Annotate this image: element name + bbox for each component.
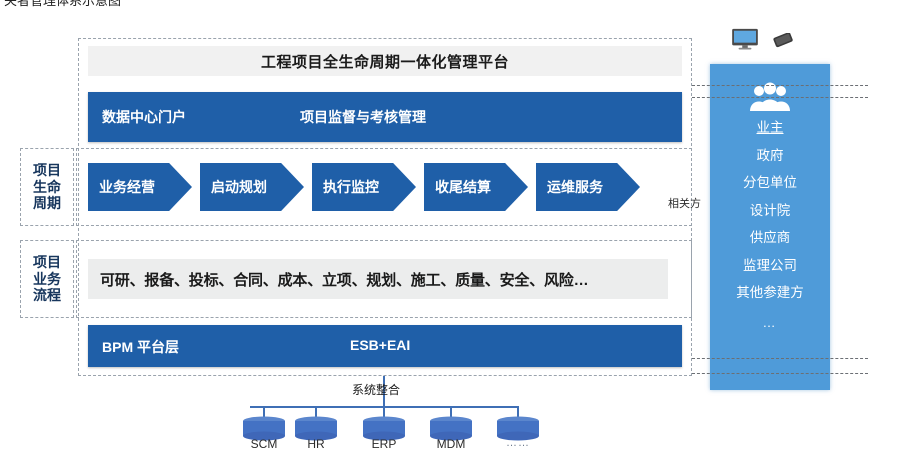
lifecycle-label-line-2: 生命 — [33, 178, 61, 195]
database-label-mdm: MDM — [436, 437, 466, 451]
database-label-erp: ERP — [371, 437, 397, 451]
database-label-scm: SCM — [250, 437, 278, 451]
connector-line-top-2 — [692, 97, 868, 98]
lifecycle-stage-5-label: 运维服务 — [547, 179, 603, 195]
stakeholder-tag: 相关方 — [668, 198, 701, 210]
database-label-hr: HR — [307, 437, 325, 451]
process-label-line-2: 业务 — [33, 270, 61, 287]
lifecycle-stage-4-label: 收尾结算 — [435, 179, 491, 195]
list-item[interactable]: 设计院 — [749, 202, 791, 218]
lifecycle-label-box: 项目 生命 周期 — [20, 148, 74, 226]
lifecycle-label-line-3: 周期 — [33, 195, 61, 212]
process-side-label: 项目 业务 流程 — [21, 241, 73, 317]
portal-bar: 数据中心门户 项目监督与考核管理 — [88, 92, 682, 142]
business-process-strip: 可研、报备、投标、合同、成本、立项、规划、施工、质量、安全、风险… — [88, 259, 668, 299]
list-item-more: … — [762, 314, 778, 330]
lifecycle-stage-2[interactable]: 启动规划 — [200, 163, 304, 211]
database-icon-scm[interactable] — [241, 416, 287, 442]
stakeholder-panel: 业主 政府 分包单位 设计院 供应商 监理公司 其他参建方 … — [710, 64, 830, 390]
list-item[interactable]: 其他参建方 — [736, 285, 804, 300]
list-item[interactable]: 业主 — [756, 120, 784, 135]
integration-leg-2 — [315, 406, 317, 418]
bpm-middle-label: ESB+EAI — [350, 337, 411, 353]
connector-line-top-1 — [692, 85, 868, 86]
monitor-icon — [732, 28, 758, 50]
process-row-box — [76, 240, 692, 318]
device-icons — [730, 28, 810, 58]
list-item[interactable]: 供应商 — [749, 230, 791, 245]
lifecycle-stage-5[interactable]: 运维服务 — [536, 163, 640, 211]
smartphone-icon — [773, 33, 793, 48]
integration-leg-1 — [263, 406, 265, 418]
integration-leg-4 — [450, 406, 452, 418]
bpm-platform-bar: BPM 平台层 ESB+EAI — [88, 325, 682, 367]
integration-trunk — [383, 376, 385, 408]
lifecycle-label-line-1: 项目 — [33, 162, 61, 179]
process-label-line-1: 项目 — [33, 254, 61, 271]
process-label-line-3: 流程 — [33, 287, 61, 304]
process-label-box: 项目 业务 流程 — [20, 240, 74, 318]
business-process-text: 可研、报备、投标、合同、成本、立项、规划、施工、质量、安全、风险… — [100, 271, 589, 289]
figure-caption: 关者管理体系示意图 — [4, 0, 122, 8]
lifecycle-stage-3-label: 执行监控 — [323, 179, 379, 195]
platform-title-band: 工程项目全生命周期一体化管理平台 — [88, 46, 682, 76]
portal-bar-middle-label: 项目监督与考核管理 — [300, 109, 426, 125]
lifecycle-stage-4[interactable]: 收尾结算 — [424, 163, 528, 211]
integration-label: 系统整合 — [352, 383, 401, 397]
platform-title: 工程项目全生命周期一体化管理平台 — [260, 53, 509, 71]
lifecycle-side-label: 项目 生命 周期 — [21, 149, 73, 225]
connector-line-bottom-1 — [692, 358, 868, 359]
lifecycle-stage-chevrons: 业务经营 启动规划 执行监控 收尾结算 运维服务 — [88, 163, 668, 211]
list-item[interactable]: 政府 — [756, 147, 784, 163]
list-item[interactable]: 分包单位 — [743, 175, 797, 190]
lifecycle-stage-1-label: 业务经营 — [99, 179, 155, 195]
connector-line-bottom-2 — [692, 373, 868, 374]
integration-leg-3 — [383, 406, 385, 418]
lifecycle-stage-3[interactable]: 执行监控 — [312, 163, 416, 211]
integration-leg-5 — [517, 406, 519, 418]
database-icon-more[interactable] — [495, 416, 541, 442]
lifecycle-stage-2-label: 启动规划 — [211, 179, 267, 195]
database-icon-hr[interactable] — [293, 416, 339, 442]
database-label-more: …… — [506, 437, 530, 449]
database-icon-erp[interactable] — [361, 416, 407, 442]
lifecycle-row-box — [76, 148, 692, 226]
stakeholder-list: 业主 政府 分包单位 设计院 供应商 监理公司 其他参建方 … — [710, 114, 830, 336]
database-icon-mdm[interactable] — [428, 416, 474, 442]
lifecycle-stage-1[interactable]: 业务经营 — [88, 163, 192, 211]
portal-bar-left-label: 数据中心门户 — [102, 109, 186, 125]
list-item[interactable]: 监理公司 — [743, 257, 797, 273]
bpm-left-label: BPM 平台层 — [102, 339, 179, 355]
